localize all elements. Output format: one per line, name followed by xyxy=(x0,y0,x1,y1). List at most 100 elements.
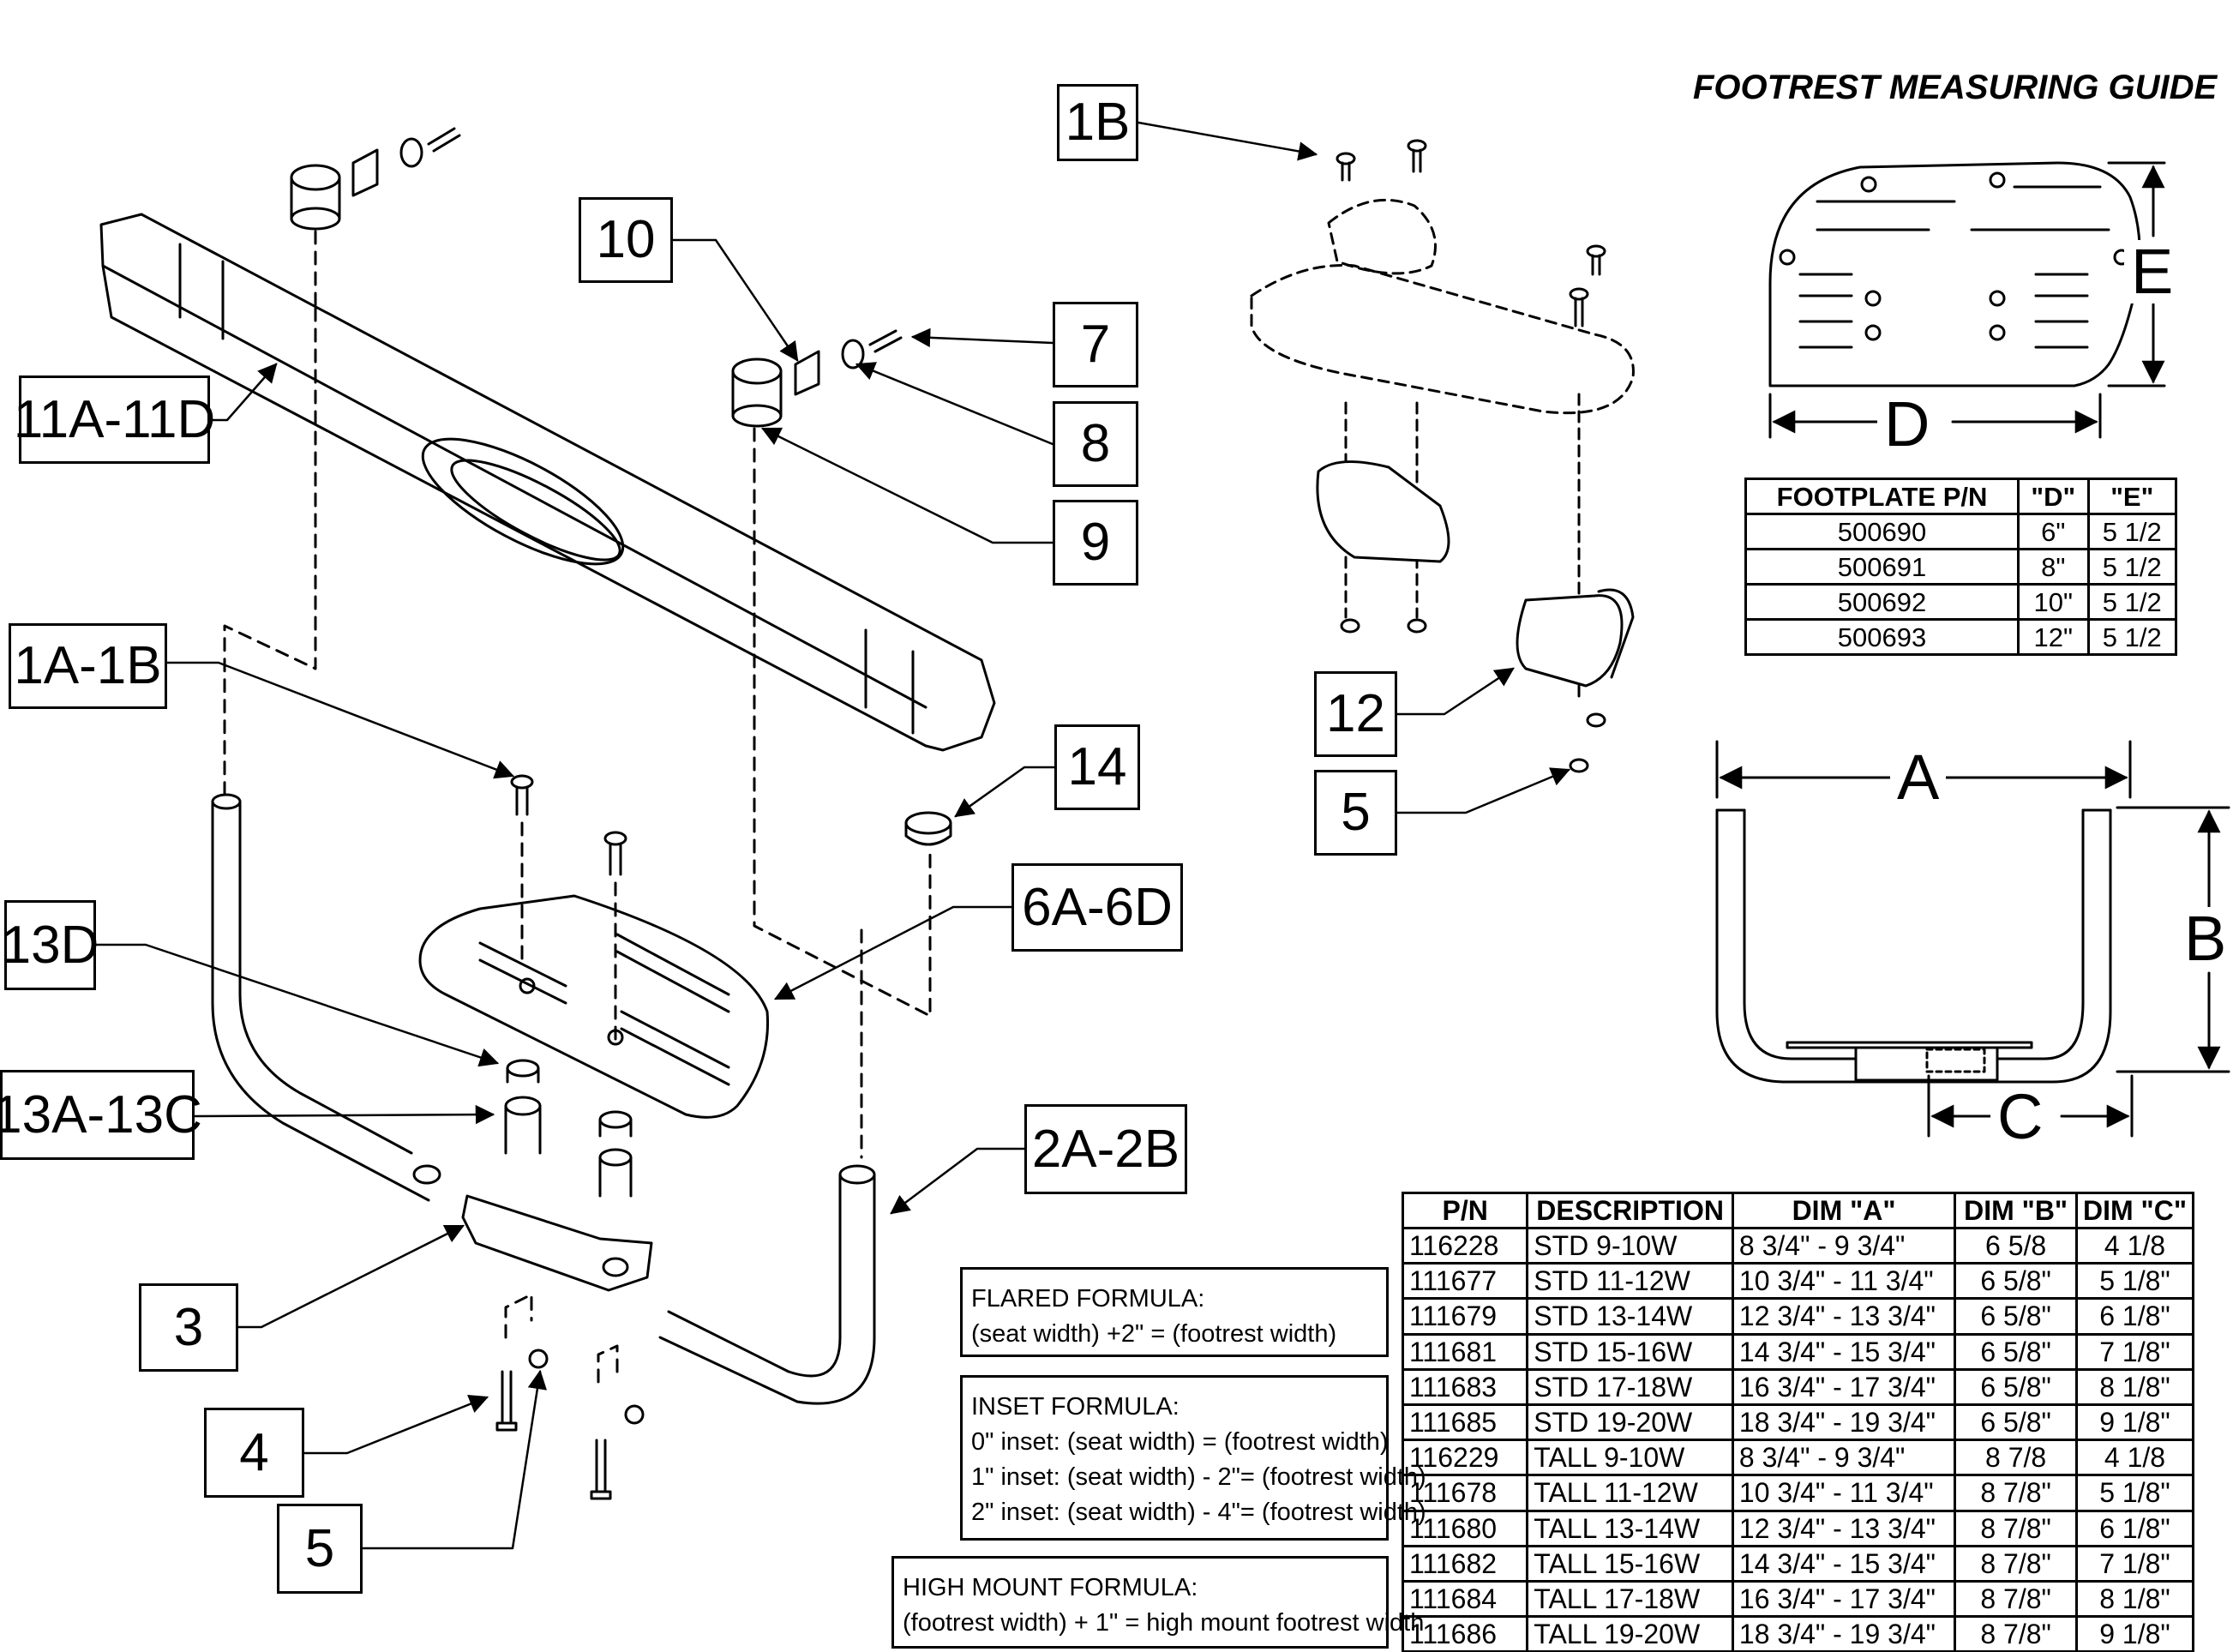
dimension-lines-de xyxy=(1768,161,2166,439)
dim-e-cell: 5 1/2 xyxy=(2086,548,2178,586)
header-d: "D" xyxy=(2017,478,2090,515)
callout-10: 10 xyxy=(579,197,673,283)
footplate-top-view xyxy=(1768,161,2141,387)
callout-11A-11D: 11A-11D xyxy=(14,375,215,464)
dim-e-cell: 5 1/2 xyxy=(2086,618,2178,656)
inset-formula-title: INSET FORMULA: xyxy=(971,1393,1180,1421)
callout-5: 5 xyxy=(277,1504,363,1594)
dim-a-cell: 18 3/4" - 19 3/4" xyxy=(1731,1615,1957,1652)
pn-cell: 116228 xyxy=(1401,1226,1529,1265)
inset-formula-line: 0" inset: (seat width) = (footrest width… xyxy=(971,1428,1389,1456)
dim-a-cell: 14 3/4" - 15 3/4" xyxy=(1731,1332,1957,1371)
inset-formula-line: 2" inset: (seat width) - 4"= (footrest w… xyxy=(971,1499,1426,1526)
frame-front-view xyxy=(1715,808,2112,1084)
dim-c-cell: 7 1/8" xyxy=(2074,1332,2195,1371)
header-e: "E" xyxy=(2086,478,2178,515)
callout-6A-6D: 6A-6D xyxy=(1011,863,1183,952)
callout-14: 14 xyxy=(1054,724,1140,810)
flared-formula-title: FLARED FORMULA: xyxy=(971,1285,1205,1313)
description-cell: TALL 13-14W xyxy=(1526,1509,1734,1547)
dim-c-cell: 5 1/8" xyxy=(2074,1474,2195,1512)
dim-d-cell: 8" xyxy=(2017,548,2090,586)
callout-9: 9 xyxy=(1053,500,1138,586)
dim-label-E: E xyxy=(2124,240,2181,303)
description-cell: TALL 9-10W xyxy=(1526,1439,1734,1477)
callout-1B: 1B xyxy=(1057,84,1138,161)
callout-2A-2B: 2A-2B xyxy=(1024,1104,1187,1194)
mounting-bar xyxy=(99,213,996,752)
pn-cell: 111682 xyxy=(1401,1544,1529,1583)
dim-b-cell: 6 5/8" xyxy=(1954,1332,2078,1371)
dim-b-cell: 8 7/8" xyxy=(1954,1474,2078,1512)
dim-c-cell: 4 1/8 xyxy=(2074,1226,2195,1265)
dim-b-cell: 8 7/8 xyxy=(1954,1439,2078,1477)
dim-label-D: D xyxy=(1877,393,1937,456)
dim-c-cell: 9 1/8" xyxy=(2074,1615,2195,1652)
dim-label-C: C xyxy=(1990,1085,2050,1149)
description-cell: STD 9-10W xyxy=(1526,1226,1734,1265)
dim-c-cell: 9 1/8" xyxy=(2074,1403,2195,1442)
high-mount-formula-title: HIGH MOUNT FORMULA: xyxy=(903,1574,1198,1601)
dim-c-cell: 7 1/8" xyxy=(2074,1544,2195,1583)
pn-cell: 111685 xyxy=(1401,1403,1529,1442)
high-mount-formula-box: HIGH MOUNT FORMULA: (footrest width) + 1… xyxy=(891,1556,1424,1649)
footplate-pn-cell: 500690 xyxy=(1744,513,2020,550)
header-dim-b: DIM "B" xyxy=(1954,1192,2078,1229)
end-cap xyxy=(904,811,952,846)
callout-4: 4 xyxy=(204,1408,304,1498)
pn-cell: 116229 xyxy=(1401,1439,1529,1477)
dim-c-cell: 4 1/8 xyxy=(2074,1439,2195,1477)
dim-a-cell: 16 3/4" - 17 3/4" xyxy=(1731,1579,1957,1619)
dim-a-cell: 10 3/4" - 11 3/4" xyxy=(1731,1474,1957,1512)
dim-label-B: B xyxy=(2177,907,2234,970)
description-cell: STD 13-14W xyxy=(1526,1297,1734,1336)
dim-a-cell: 16 3/4" - 17 3/4" xyxy=(1731,1367,1957,1406)
dim-d-cell: 6" xyxy=(2017,513,2090,550)
header-description: DESCRIPTION xyxy=(1526,1192,1734,1229)
pn-cell: 111686 xyxy=(1401,1615,1529,1652)
dim-b-cell: 6 5/8" xyxy=(1954,1262,2078,1301)
dim-a-cell: 14 3/4" - 15 3/4" xyxy=(1731,1544,1957,1583)
dim-d-cell: 10" xyxy=(2017,583,2090,621)
header-dim-c: DIM "C" xyxy=(2074,1192,2195,1229)
parts-table: P/N DESCRIPTION DIM "A" DIM "B" DIM "C" … xyxy=(1401,1192,2195,1652)
dim-b-cell: 6 5/8" xyxy=(1954,1403,2078,1442)
pn-cell: 111683 xyxy=(1401,1367,1529,1406)
dim-e-cell: 5 1/2 xyxy=(2086,513,2178,550)
dim-b-cell: 8 7/8" xyxy=(1954,1615,2078,1652)
inset-formula-box: INSET FORMULA: 0" inset: (seat width) = … xyxy=(960,1375,1426,1541)
callout-3: 3 xyxy=(139,1283,238,1372)
dim-a-cell: 8 3/4" - 9 3/4" xyxy=(1731,1226,1957,1265)
dim-b-cell: 8 7/8" xyxy=(1954,1544,2078,1583)
pn-cell: 111681 xyxy=(1401,1332,1529,1371)
footplate-table-header: FOOTPLATE P/N "D" "E" xyxy=(1744,478,2178,515)
footplate-angle-adjust xyxy=(1250,139,1635,773)
pn-cell: 111677 xyxy=(1401,1262,1529,1301)
callout-1A-1B: 1A-1B xyxy=(9,623,167,709)
callout-13A-13C: 13A-13C xyxy=(0,1070,202,1160)
dim-c-cell: 6 1/8" xyxy=(2074,1297,2195,1336)
footplate-pn-cell: 500693 xyxy=(1744,618,2020,656)
callout-5-right: 5 xyxy=(1314,770,1397,856)
description-cell: TALL 17-18W xyxy=(1526,1579,1734,1619)
dim-c-cell: 8 1/8" xyxy=(2074,1367,2195,1406)
dim-a-cell: 18 3/4" - 19 3/4" xyxy=(1731,1403,1957,1442)
